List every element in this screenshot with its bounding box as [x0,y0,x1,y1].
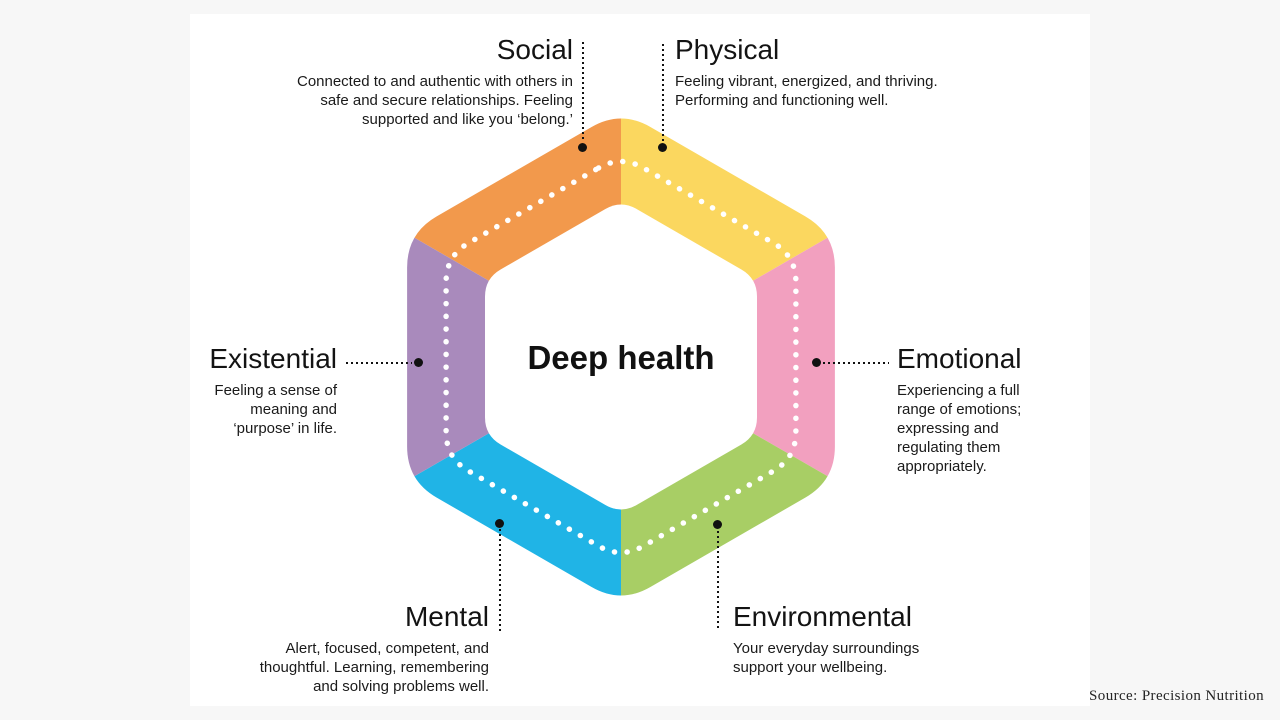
section-mental-label: Mental [404,601,489,632]
section-existential-description: Feeling a sense of meaning and ‘purpose’… [214,382,337,437]
social-leader-line [582,42,584,142]
section-emotional-description: Experiencing a full range of emotions; e… [897,382,1022,475]
existential-anchor-dot [414,358,423,367]
section-physical-label: Physical [675,34,780,65]
section-mental-description: Alert, focused, competent, and thoughtfu… [259,640,489,695]
section-environmental-label: Environmental [733,601,912,632]
social-anchor-dot [578,143,587,152]
mental-leader-line [499,529,501,633]
emotional-anchor-dot [812,358,821,367]
center-title: Deep health [527,339,715,376]
section-social-label: Social [496,34,573,65]
environmental-leader-line [717,531,719,631]
existential-leader-line [346,362,412,364]
section-physical: Physical Feeling vibrant, energized, and… [675,34,995,110]
physical-anchor-dot [658,143,667,152]
section-emotional-label: Emotional [897,343,1022,374]
section-existential-label: Existential [209,343,337,374]
environmental-anchor-dot [713,520,722,529]
section-existential: Existential Feeling a sense of meaning a… [87,343,337,438]
section-environmental-description: Your everyday surroundings support your … [733,640,920,676]
section-social: Social Connected to and authentic with o… [233,34,573,129]
section-emotional: Emotional Experiencing a full range of e… [897,343,1087,476]
mental-anchor-dot [495,519,504,528]
section-physical-description: Feeling vibrant, energized, and thriving… [675,73,938,109]
section-environmental: Environmental Your everyday surroundings… [733,601,1023,677]
physical-leader-line [662,44,664,142]
section-social-description: Connected to and authentic with others i… [296,73,573,128]
section-mental: Mental Alert, focused, competent, and th… [179,601,489,696]
emotional-leader-line [823,362,889,364]
source-credit: Source: Precision Nutrition [1089,688,1264,704]
